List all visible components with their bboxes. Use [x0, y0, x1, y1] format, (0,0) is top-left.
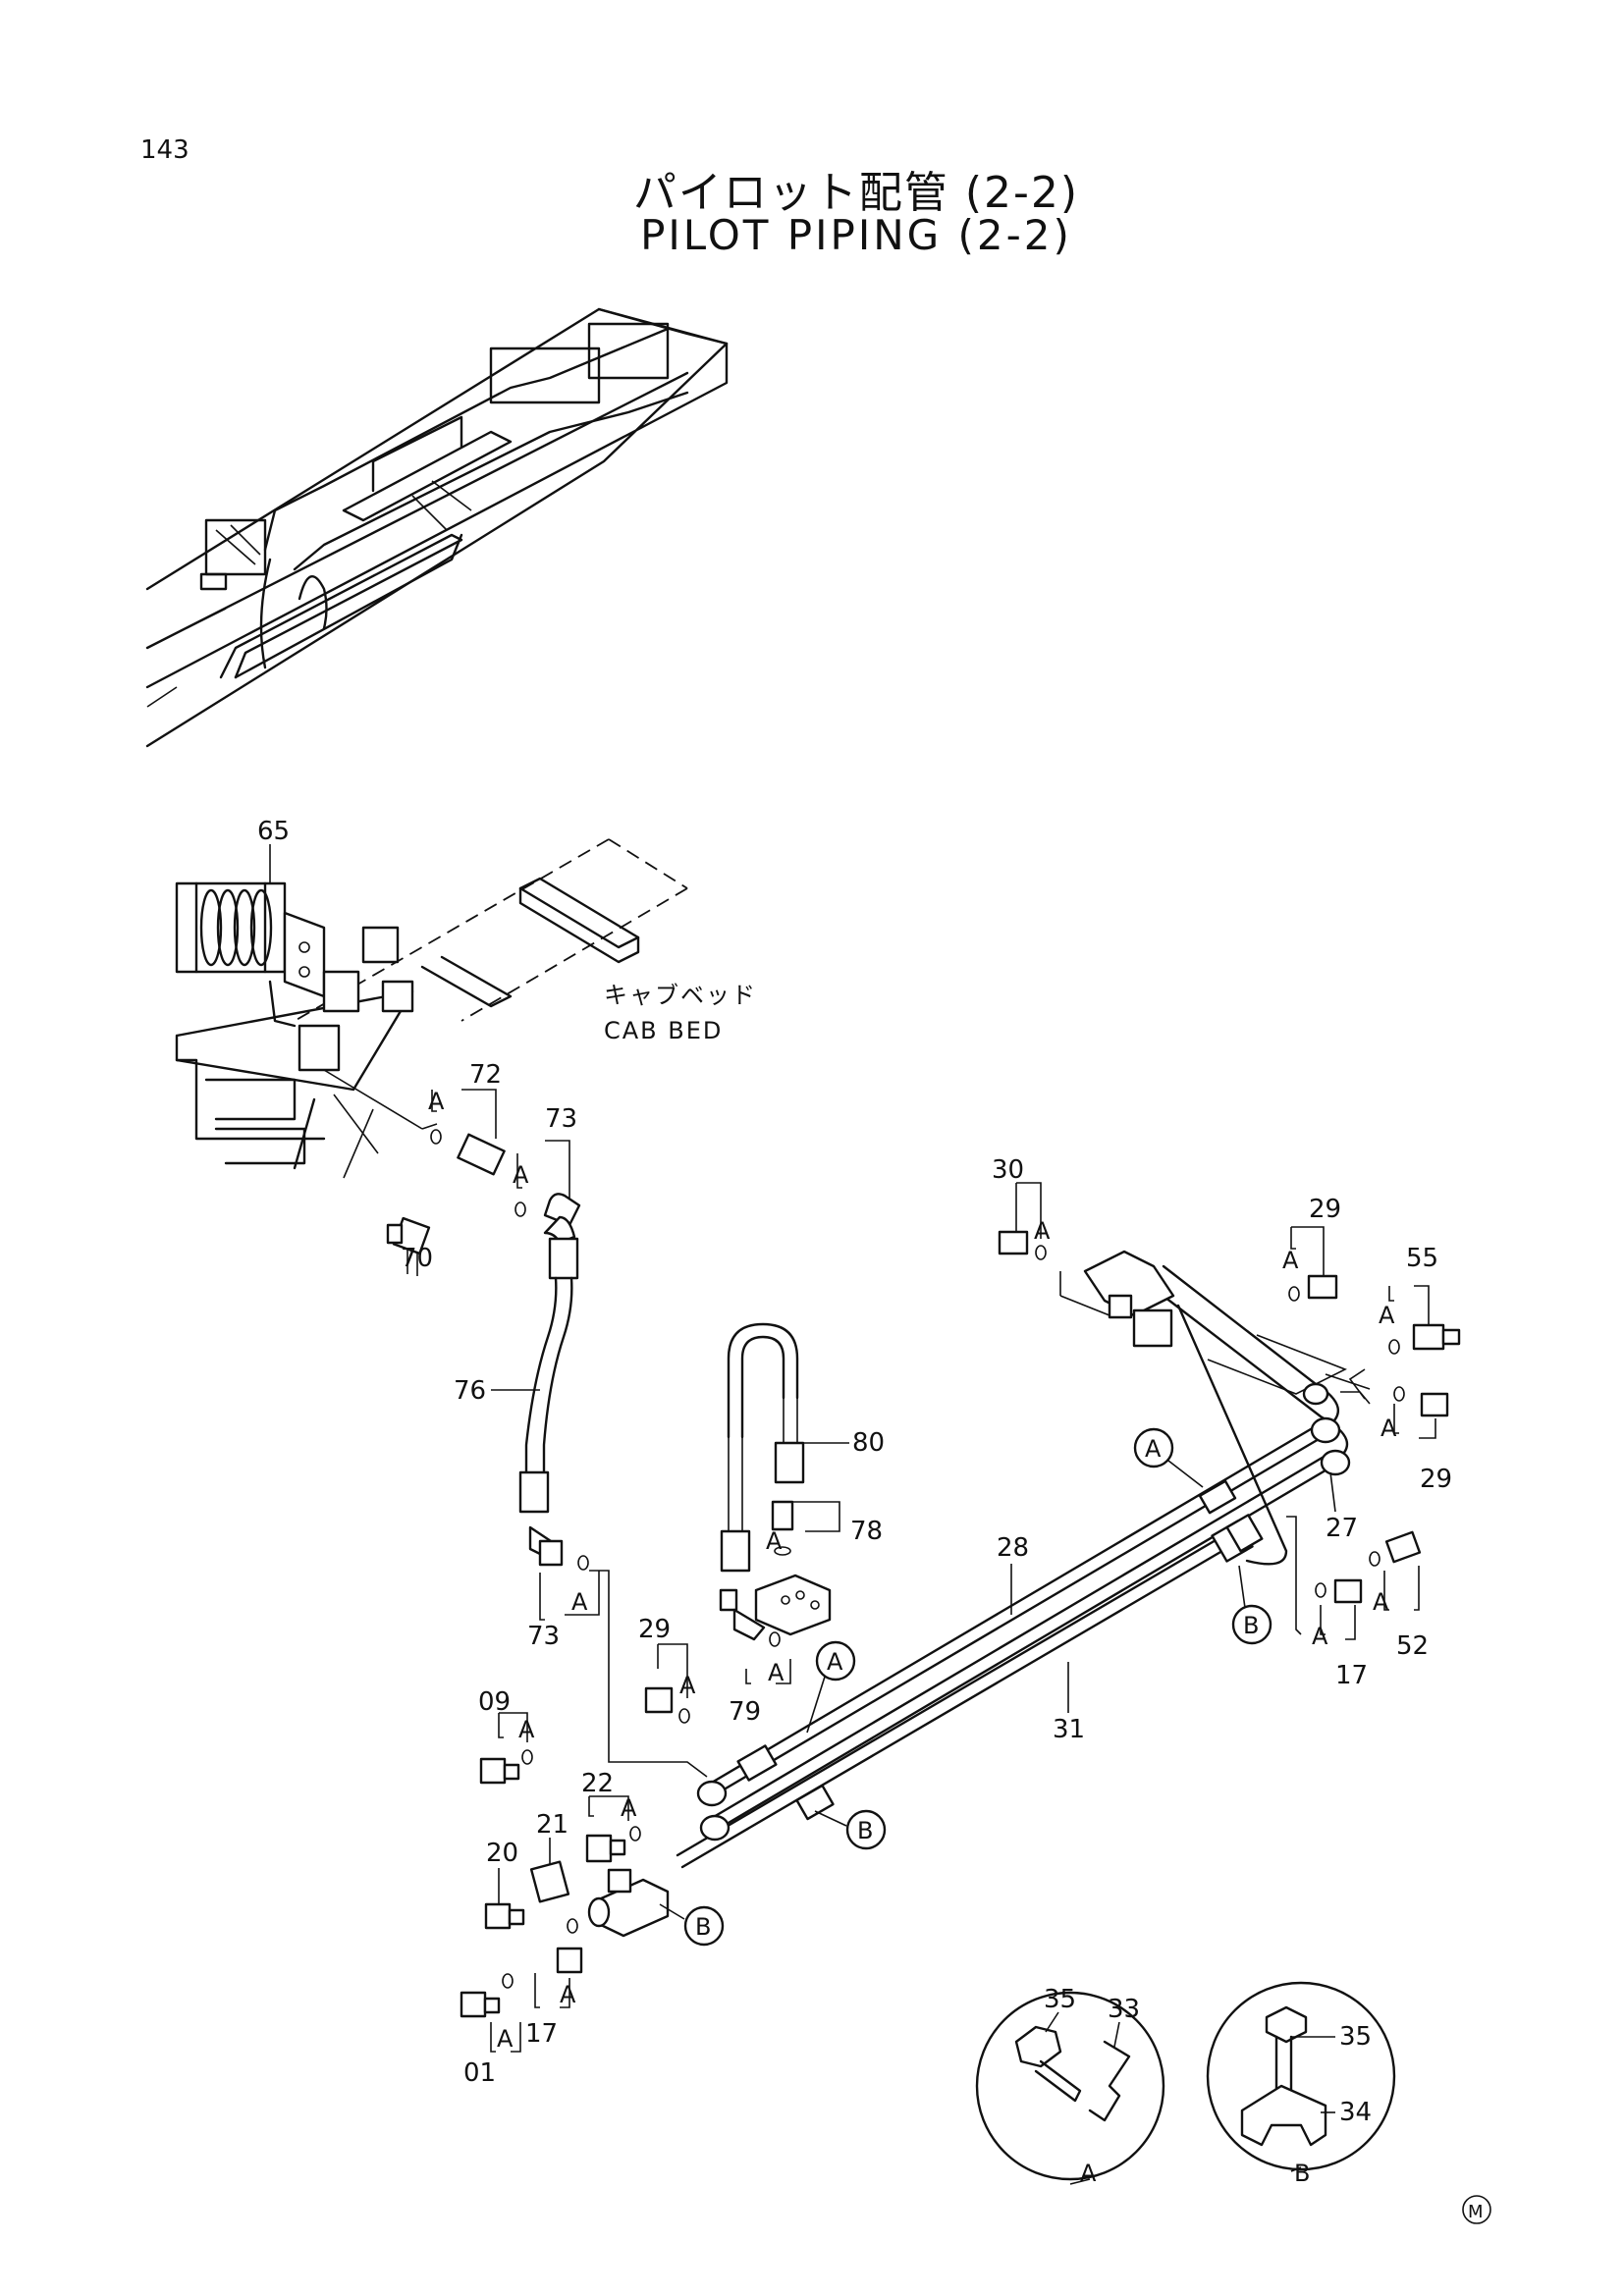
diagram-title-japanese: パイロット配管 (2-2) — [632, 168, 1080, 218]
callout-34: 34 — [1339, 2098, 1372, 2127]
callout-17-left: 17 — [525, 2019, 558, 2049]
label-A-78: A — [766, 1527, 784, 1555]
callout-72: 72 — [469, 1060, 502, 1090]
svg-text:A: A — [827, 1648, 844, 1676]
callout-35-detail-a: 35 — [1044, 1985, 1076, 2014]
callout-29-left: 29 — [638, 1615, 671, 1644]
section-marker-B-right: B — [1231, 1565, 1272, 1645]
callout-22: 22 — [581, 1769, 614, 1798]
callout-73-lower: 73 — [527, 1622, 560, 1651]
label-A-17-right: A — [1312, 1623, 1329, 1650]
callout-55: 55 — [1406, 1244, 1438, 1273]
callout-33: 33 — [1108, 1995, 1140, 2024]
callout-29-right: 29 — [1420, 1465, 1452, 1494]
callout-17-right: 17 — [1335, 1661, 1368, 1690]
overview-frame-illustration — [145, 307, 729, 748]
callout-20: 20 — [486, 1839, 518, 1868]
svg-text:B: B — [857, 1817, 875, 1844]
callout-28: 28 — [997, 1533, 1029, 1563]
detail-A-letter: A — [1080, 2160, 1098, 2187]
hose-76 — [518, 1237, 708, 1778]
detail-B-circle — [1206, 1981, 1396, 2172]
callout-73-upper: 73 — [545, 1104, 577, 1134]
page-number: 143 — [140, 135, 189, 165]
callout-30: 30 — [992, 1155, 1024, 1185]
label-A-73-upper: A — [513, 1161, 530, 1189]
diagram-title-english: PILOT PIPING (2-2) — [640, 211, 1072, 259]
callout-65: 65 — [257, 817, 290, 846]
callout-09: 09 — [478, 1687, 511, 1717]
callout-79: 79 — [729, 1697, 761, 1727]
callout-35-detail-b: 35 — [1339, 2022, 1372, 2052]
callout-70: 70 — [401, 1244, 433, 1273]
label-A-22: A — [621, 1794, 638, 1822]
label-A-30: A — [1034, 1217, 1052, 1245]
section-marker-A-right: A — [1133, 1427, 1204, 1488]
label-A-29-right-top: A — [1282, 1247, 1300, 1274]
svg-text:A: A — [1145, 1435, 1163, 1463]
label-A-52: A — [1373, 1588, 1390, 1616]
callout-80: 80 — [852, 1428, 885, 1458]
svg-text:M: M — [1468, 2202, 1484, 2222]
callout-31: 31 — [1053, 1715, 1085, 1744]
label-A-73-lower: A — [571, 1588, 589, 1616]
svg-text:B: B — [1243, 1612, 1261, 1639]
section-marker-A-center: A — [806, 1640, 856, 1734]
callout-01: 01 — [463, 2058, 496, 2088]
left-fittings — [460, 1643, 690, 2053]
section-marker-B-center: B — [814, 1809, 887, 1850]
svg-text:B: B — [695, 1913, 713, 1941]
label-A-09: A — [518, 1716, 536, 1743]
hose-80-fittings — [719, 1322, 840, 1684]
label-A-55: A — [1379, 1302, 1396, 1329]
cab-bed-illustration — [175, 838, 688, 1179]
main-pipes — [587, 1250, 1371, 1938]
callout-52: 52 — [1396, 1631, 1429, 1661]
callout-27: 27 — [1326, 1514, 1358, 1543]
section-marker-B-left: B — [659, 1903, 725, 1947]
o-ring-A-labels: A A A A A A A A A A A A A A A A — [428, 1088, 1398, 2053]
callout-76: 76 — [454, 1376, 486, 1406]
detail-A-circle — [975, 1991, 1165, 2185]
label-A-72: A — [428, 1088, 446, 1115]
cab-bed-label-jp: キャブベッド — [604, 982, 757, 1009]
callout-29-right-top: 29 — [1309, 1195, 1341, 1224]
fittings-72-73-70 — [386, 1089, 581, 1276]
label-A-79: A — [768, 1659, 785, 1686]
label-A-17-left: A — [560, 1981, 577, 2008]
cab-bed-label-en: CAB BED — [604, 1017, 723, 1044]
corner-m-mark: M — [1462, 2195, 1491, 2224]
callout-21: 21 — [536, 1810, 568, 1840]
right-fittings — [998, 1182, 1461, 1640]
label-A-29-right: A — [1380, 1415, 1398, 1442]
callout-78: 78 — [850, 1517, 883, 1546]
label-A-01: A — [497, 2025, 514, 2053]
label-A-29-left: A — [679, 1672, 697, 1699]
detail-B-letter: B — [1294, 2160, 1312, 2187]
